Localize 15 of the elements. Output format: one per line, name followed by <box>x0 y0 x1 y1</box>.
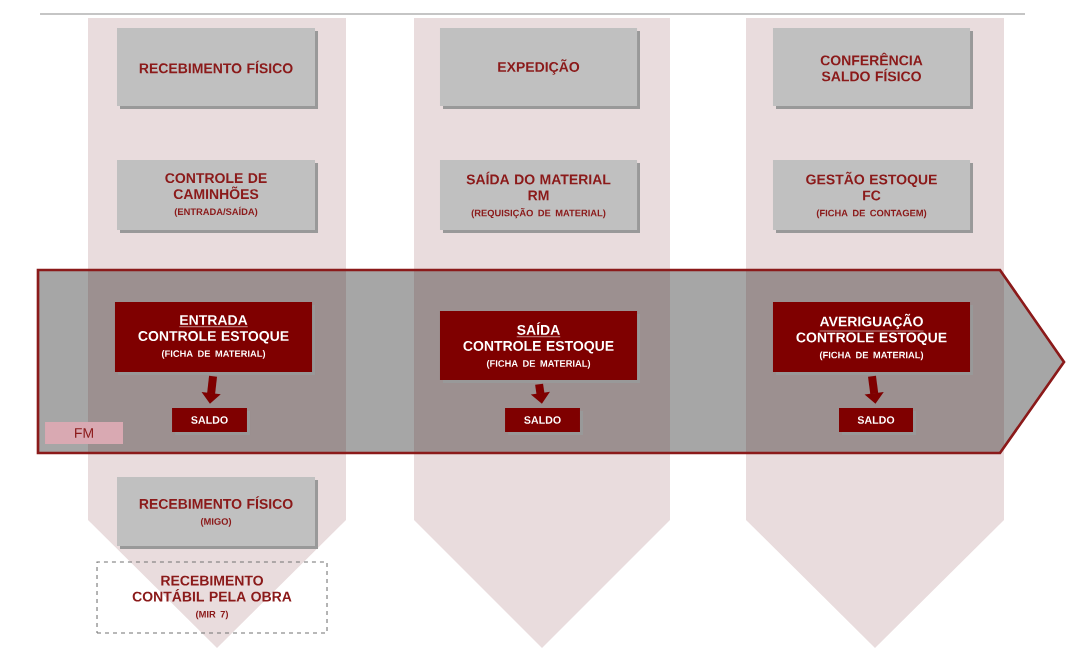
step-box: RECEBIMENTO FÍSICO (MIGO) <box>117 476 318 549</box>
process-box: SAÍDA CONTROLE ESTOQUE (FICHA DE MATERIAL) <box>440 310 640 383</box>
result-box: SALDO <box>839 408 916 435</box>
process-box: ENTRADA CONTROLE ESTOQUE (FICHA DE MATERIAL) <box>114 302 315 375</box>
step-box: RECEBIMENTO FÍSICO <box>117 28 318 109</box>
step-box: SAÍDA DO MATERIAL RM (REQUISIÇÃO DE MATERIAL) <box>440 160 640 233</box>
process-box: AVERIGUAÇÃO CONTROLE ESTOQUE (FICHA DE MATERIAL) <box>772 302 973 375</box>
step-box: CONFERÊNCIA SALDO FÍSICO <box>772 28 973 109</box>
step-box: CONTROLE DE CAMINHÕES (ENTRADA/SAÍDA) <box>117 160 318 233</box>
step-box: EXPEDIÇÃO <box>440 28 640 109</box>
step-box: GESTÃO ESTOQUE FC (FICHA DE CONTAGEM) <box>772 160 973 233</box>
result-box: SALDO <box>172 408 250 435</box>
result-box: SALDO <box>505 408 583 435</box>
tag-box: FM <box>45 422 123 444</box>
dashed-box: RECEBIMENTO CONTÁBIL PELA OBRA (MIR 7) <box>96 561 328 634</box>
